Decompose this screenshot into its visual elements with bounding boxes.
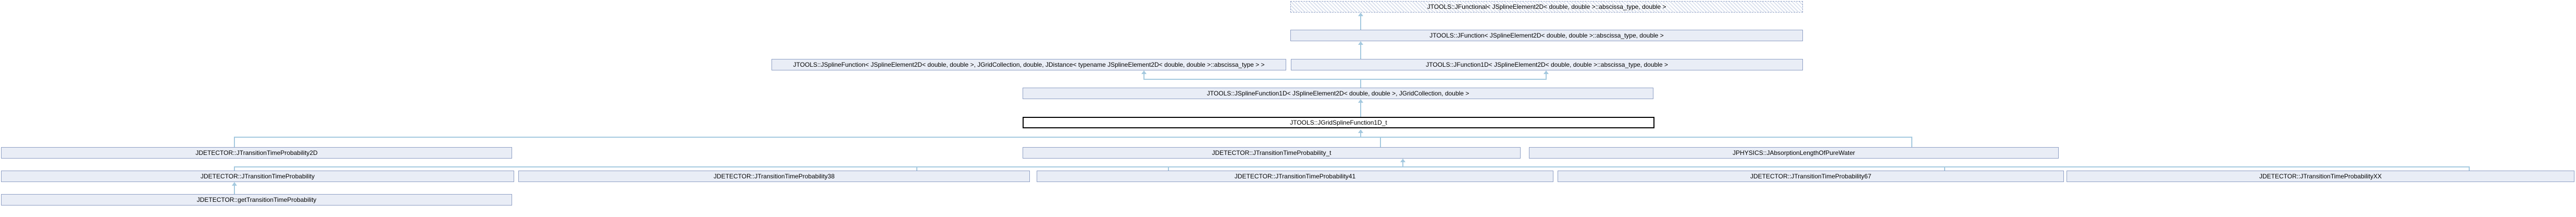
edge-segment <box>1360 103 1361 117</box>
edge-arrowhead <box>1358 41 1363 45</box>
edge-segment <box>234 186 235 194</box>
node-jfunction[interactable]: JTOOLS::JFunction< JSplineElement2D< dou… <box>1290 30 1803 41</box>
edge-segment <box>234 166 235 171</box>
node-jabsorptionlengthofpurewater[interactable]: JPHYSICS::JAbsorptionLengthOfPureWater <box>1529 147 2059 159</box>
edge-segment <box>1944 166 1945 171</box>
edge-segment <box>1360 133 1361 137</box>
node-jtransitiontimeprobabilityxx[interactable]: JDETECTOR::JTransitionTimeProbabilityXX <box>2067 171 2574 182</box>
edge-segment <box>1911 137 1912 147</box>
node-jfunction1d[interactable]: JTOOLS::JFunction1D< JSplineElement2D< d… <box>1291 59 1803 70</box>
node-jsplinefunction[interactable]: JTOOLS::JSplineFunction< JSplineElement2… <box>771 59 1286 70</box>
edge-arrowhead <box>232 182 237 186</box>
edge-segment <box>916 166 917 171</box>
node-jfunctional: JTOOLS::JFunctional< JSplineElement2D< d… <box>1290 1 1803 13</box>
edge-arrowhead <box>1544 70 1549 74</box>
edge-segment <box>1402 162 1403 166</box>
node-jtransitiontimeprobability2d[interactable]: JDETECTOR::JTransitionTimeProbability2D <box>1 147 512 159</box>
edge-segment <box>1546 74 1547 80</box>
edge-arrowhead <box>1400 159 1405 162</box>
edge-arrowhead <box>1141 70 1147 74</box>
edge-segment <box>1143 74 1144 80</box>
edge-segment <box>1360 16 1361 30</box>
node-jtransitiontimeprobability[interactable]: JDETECTOR::JTransitionTimeProbability <box>1 171 514 182</box>
edge-segment <box>2469 166 2470 171</box>
node-jtransitiontimeprobability38[interactable]: JDETECTOR::JTransitionTimeProbability38 <box>518 171 1030 182</box>
node-gettransitiontimeprobability[interactable]: JDETECTOR::getTransitionTimeProbability <box>1 194 512 206</box>
edge-segment <box>234 137 235 147</box>
edge-bus <box>234 137 1912 138</box>
node-jgridsplinefunction1d-t-current: JTOOLS::JGridSplineFunction1D_t <box>1023 117 1654 128</box>
edge-bus <box>234 166 2470 167</box>
node-jsplinefunction1d[interactable]: JTOOLS::JSplineFunction1D< JSplineElemen… <box>1023 88 1653 99</box>
edge-segment <box>1168 166 1169 171</box>
edge-segment <box>1360 80 1361 88</box>
edge-arrowhead <box>1358 129 1363 133</box>
edge-bus <box>1143 79 1547 80</box>
node-jtransitiontimeprobability-t[interactable]: JDETECTOR::JTransitionTimeProbability_t <box>1023 147 1521 159</box>
node-jtransitiontimeprobability41[interactable]: JDETECTOR::JTransitionTimeProbability41 <box>1037 171 1553 182</box>
edge-arrowhead <box>1358 13 1363 16</box>
edge-segment <box>1380 137 1381 147</box>
edge-segment <box>1360 45 1361 59</box>
edge-arrowhead <box>1358 99 1363 103</box>
node-jtransitiontimeprobability67[interactable]: JDETECTOR::JTransitionTimeProbability67 <box>1558 171 2064 182</box>
